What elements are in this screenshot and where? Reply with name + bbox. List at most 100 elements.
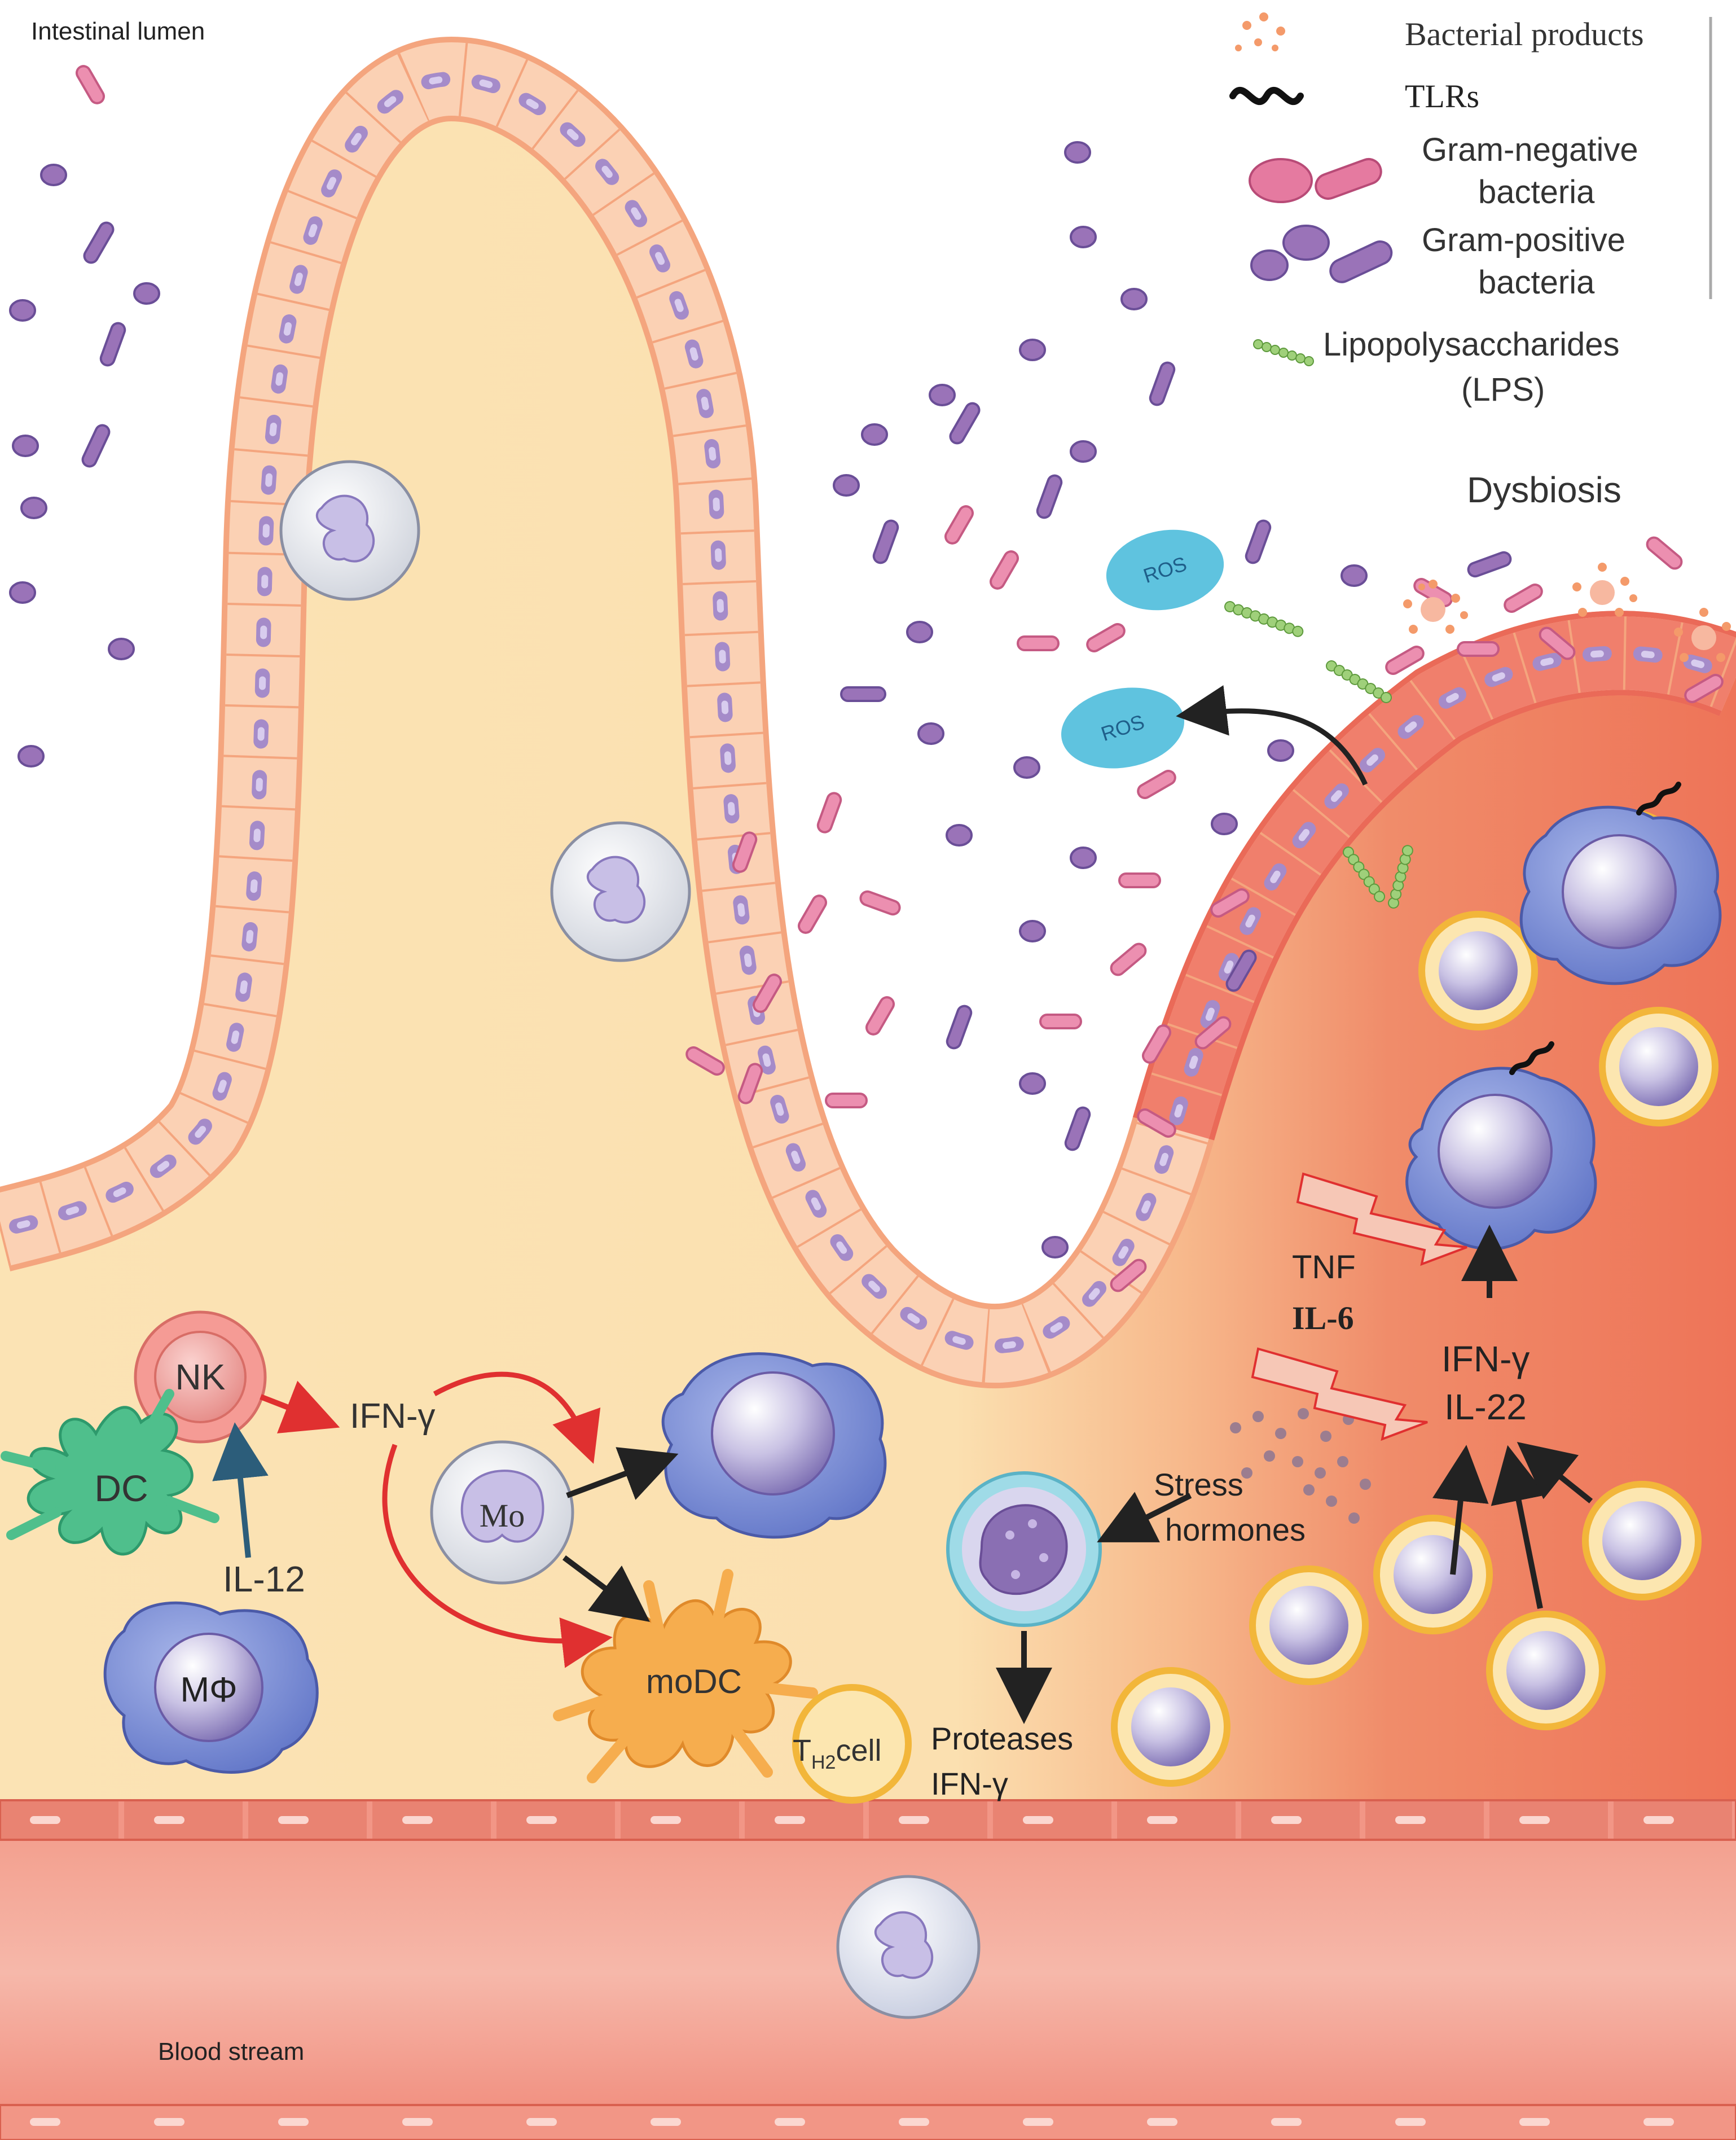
ros-bubble-1: ROS <box>1106 529 1224 611</box>
gram-positive-bacterium <box>20 497 47 519</box>
gram-positive-bacterium <box>1149 361 1176 406</box>
legend-gram-positive-label-2: bacteria <box>1478 264 1595 301</box>
ros-bubble-2: ROS <box>1061 687 1185 769</box>
legend-tlr-icon <box>1229 87 1304 105</box>
gram-positive-bacterium <box>1070 847 1097 869</box>
gram-positive-bacterium <box>1341 564 1368 587</box>
gram-negative-bacterium <box>798 894 827 934</box>
blood-stream-label: Blood stream <box>158 2038 304 2066</box>
gram-positive-bacterium <box>840 686 886 702</box>
gram-positive-bacterium <box>861 423 888 446</box>
tnf-bolt <box>1296 1172 1467 1266</box>
gram-positive-bacterium <box>833 474 860 497</box>
gram-positive-bacterium <box>40 164 67 186</box>
epithelium-layer <box>0 37 1736 1389</box>
neutrophil-2 <box>550 821 691 962</box>
legend-gram-negative-label-1: Gram-negative <box>1422 131 1638 168</box>
gram-negative-bacterium <box>1039 1014 1082 1029</box>
gram-negative-bacterium <box>1118 872 1161 888</box>
ifn-gamma-right-label: IFN-γ <box>1441 1339 1530 1379</box>
gram-negative-bacterium <box>1504 584 1543 613</box>
gram-negative-bacterium <box>1646 536 1683 570</box>
gram-positive-bacterium <box>1070 226 1097 248</box>
mast-cell <box>946 1471 1102 1627</box>
gram-negative-bacterium <box>1457 641 1500 657</box>
intestinal-lumen-label: Intestinal lumen <box>31 17 205 45</box>
monocyte: Mo <box>430 1440 574 1585</box>
gram-negative-bacterium <box>1539 626 1576 660</box>
dendritic-cell: DC <box>1 1389 219 1556</box>
legend-gram-positive-icon <box>1250 225 1393 283</box>
gram-positive-bacterium <box>9 299 36 322</box>
legend: Bacterial products TLRs Gram-negative ba… <box>1229 12 1712 408</box>
legend-gram-negative-icon <box>1249 158 1382 203</box>
gram-positive-bacterium <box>12 435 39 457</box>
il12-label: IL-12 <box>223 1559 305 1599</box>
gram-negative-bacterium <box>753 973 782 1013</box>
neutrophil-1 <box>279 460 420 601</box>
gram-negative-bacterium <box>1210 888 1250 918</box>
gram-positive-bacterium <box>949 402 981 445</box>
gram-negative-bacterium <box>1194 1016 1232 1050</box>
gram-positive-bacterium <box>906 621 933 643</box>
gram-positive-bacterium <box>946 824 973 847</box>
modc-label: moDC <box>646 1663 742 1700</box>
tnf-label: TNF <box>1292 1249 1356 1286</box>
stress-label: Stress <box>1154 1467 1243 1502</box>
gram-positive-bacterium <box>1467 551 1512 578</box>
ifn-gamma-left-label: IFN-γ <box>350 1397 436 1436</box>
gram-negative-bacterium <box>76 65 105 104</box>
gram-negative-bacterium <box>990 550 1019 590</box>
nk-label: NK <box>175 1357 226 1397</box>
gram-positive-bacterium <box>1013 756 1040 779</box>
gram-negative-bacterium <box>816 792 842 834</box>
macrophage: MΦ <box>103 1601 319 1774</box>
gram-positive-bacterium <box>1064 1106 1091 1151</box>
gram-negative-bacterium <box>1110 1258 1147 1292</box>
th2-cell: TH2cell <box>792 1684 912 1804</box>
gram-positive-bacterium <box>1211 813 1238 835</box>
lumen-bacteria <box>9 65 1724 1292</box>
gram-positive-bacterium <box>133 282 160 305</box>
ros-arrow <box>1176 685 1368 786</box>
gram-negative-bacterium <box>944 505 974 545</box>
gram-negative-bacterium <box>1017 635 1060 651</box>
gram-positive-bacterium <box>946 1005 973 1050</box>
gram-positive-bacterium <box>1019 1072 1046 1095</box>
proteases-label: Proteases <box>931 1721 1073 1756</box>
gram-negative-bacterium <box>1142 1024 1171 1064</box>
legend-bacterial-products-icon <box>1235 12 1285 51</box>
blood-neutrophil <box>836 1875 981 2019</box>
legend-lps-icon <box>1253 339 1314 366</box>
gram-negative-bacterium <box>1137 770 1176 799</box>
gram-positive-bacterium <box>872 519 899 564</box>
gram-positive-bacterium <box>81 424 111 468</box>
gram-positive-bacterium <box>1036 474 1063 519</box>
activated-macrophage <box>661 1352 887 1539</box>
interaction-arrows <box>212 1225 1593 1724</box>
il6-bolt <box>1251 1347 1428 1441</box>
gram-negative-bacterium <box>1684 674 1724 703</box>
bacterial-product-bursts <box>1403 563 1731 662</box>
inflamed-macrophage-1 <box>1519 782 1722 985</box>
il6-label: IL-6 <box>1292 1300 1354 1336</box>
legend-gram-negative-label-2: bacteria <box>1478 174 1595 211</box>
ifn-gamma-bottom-label: IFN-γ <box>931 1766 1008 1801</box>
gram-negative-bacterium <box>859 890 901 916</box>
legend-gram-positive-label-1: Gram-positive <box>1422 222 1625 258</box>
legend-lps-label-2: (LPS) <box>1461 371 1545 408</box>
gram-negative-bacterium <box>1086 623 1126 652</box>
gram-positive-bacterium <box>1120 288 1148 310</box>
hormones-label: hormones <box>1165 1512 1306 1547</box>
gram-negative-bacterium <box>865 996 895 1036</box>
gram-negative-bacterium <box>685 1046 725 1076</box>
gram-positive-bacterium <box>1245 519 1272 564</box>
legend-tlrs-label: TLRs <box>1405 78 1479 115</box>
gram-positive-bacterium <box>17 745 45 768</box>
lps-chains <box>1224 601 1413 909</box>
gram-positive-bacterium <box>1070 440 1097 463</box>
gram-positive-bacterium <box>1225 949 1257 992</box>
modc-cell: moDC <box>553 1569 818 1783</box>
gram-positive-bacterium <box>1267 739 1294 762</box>
